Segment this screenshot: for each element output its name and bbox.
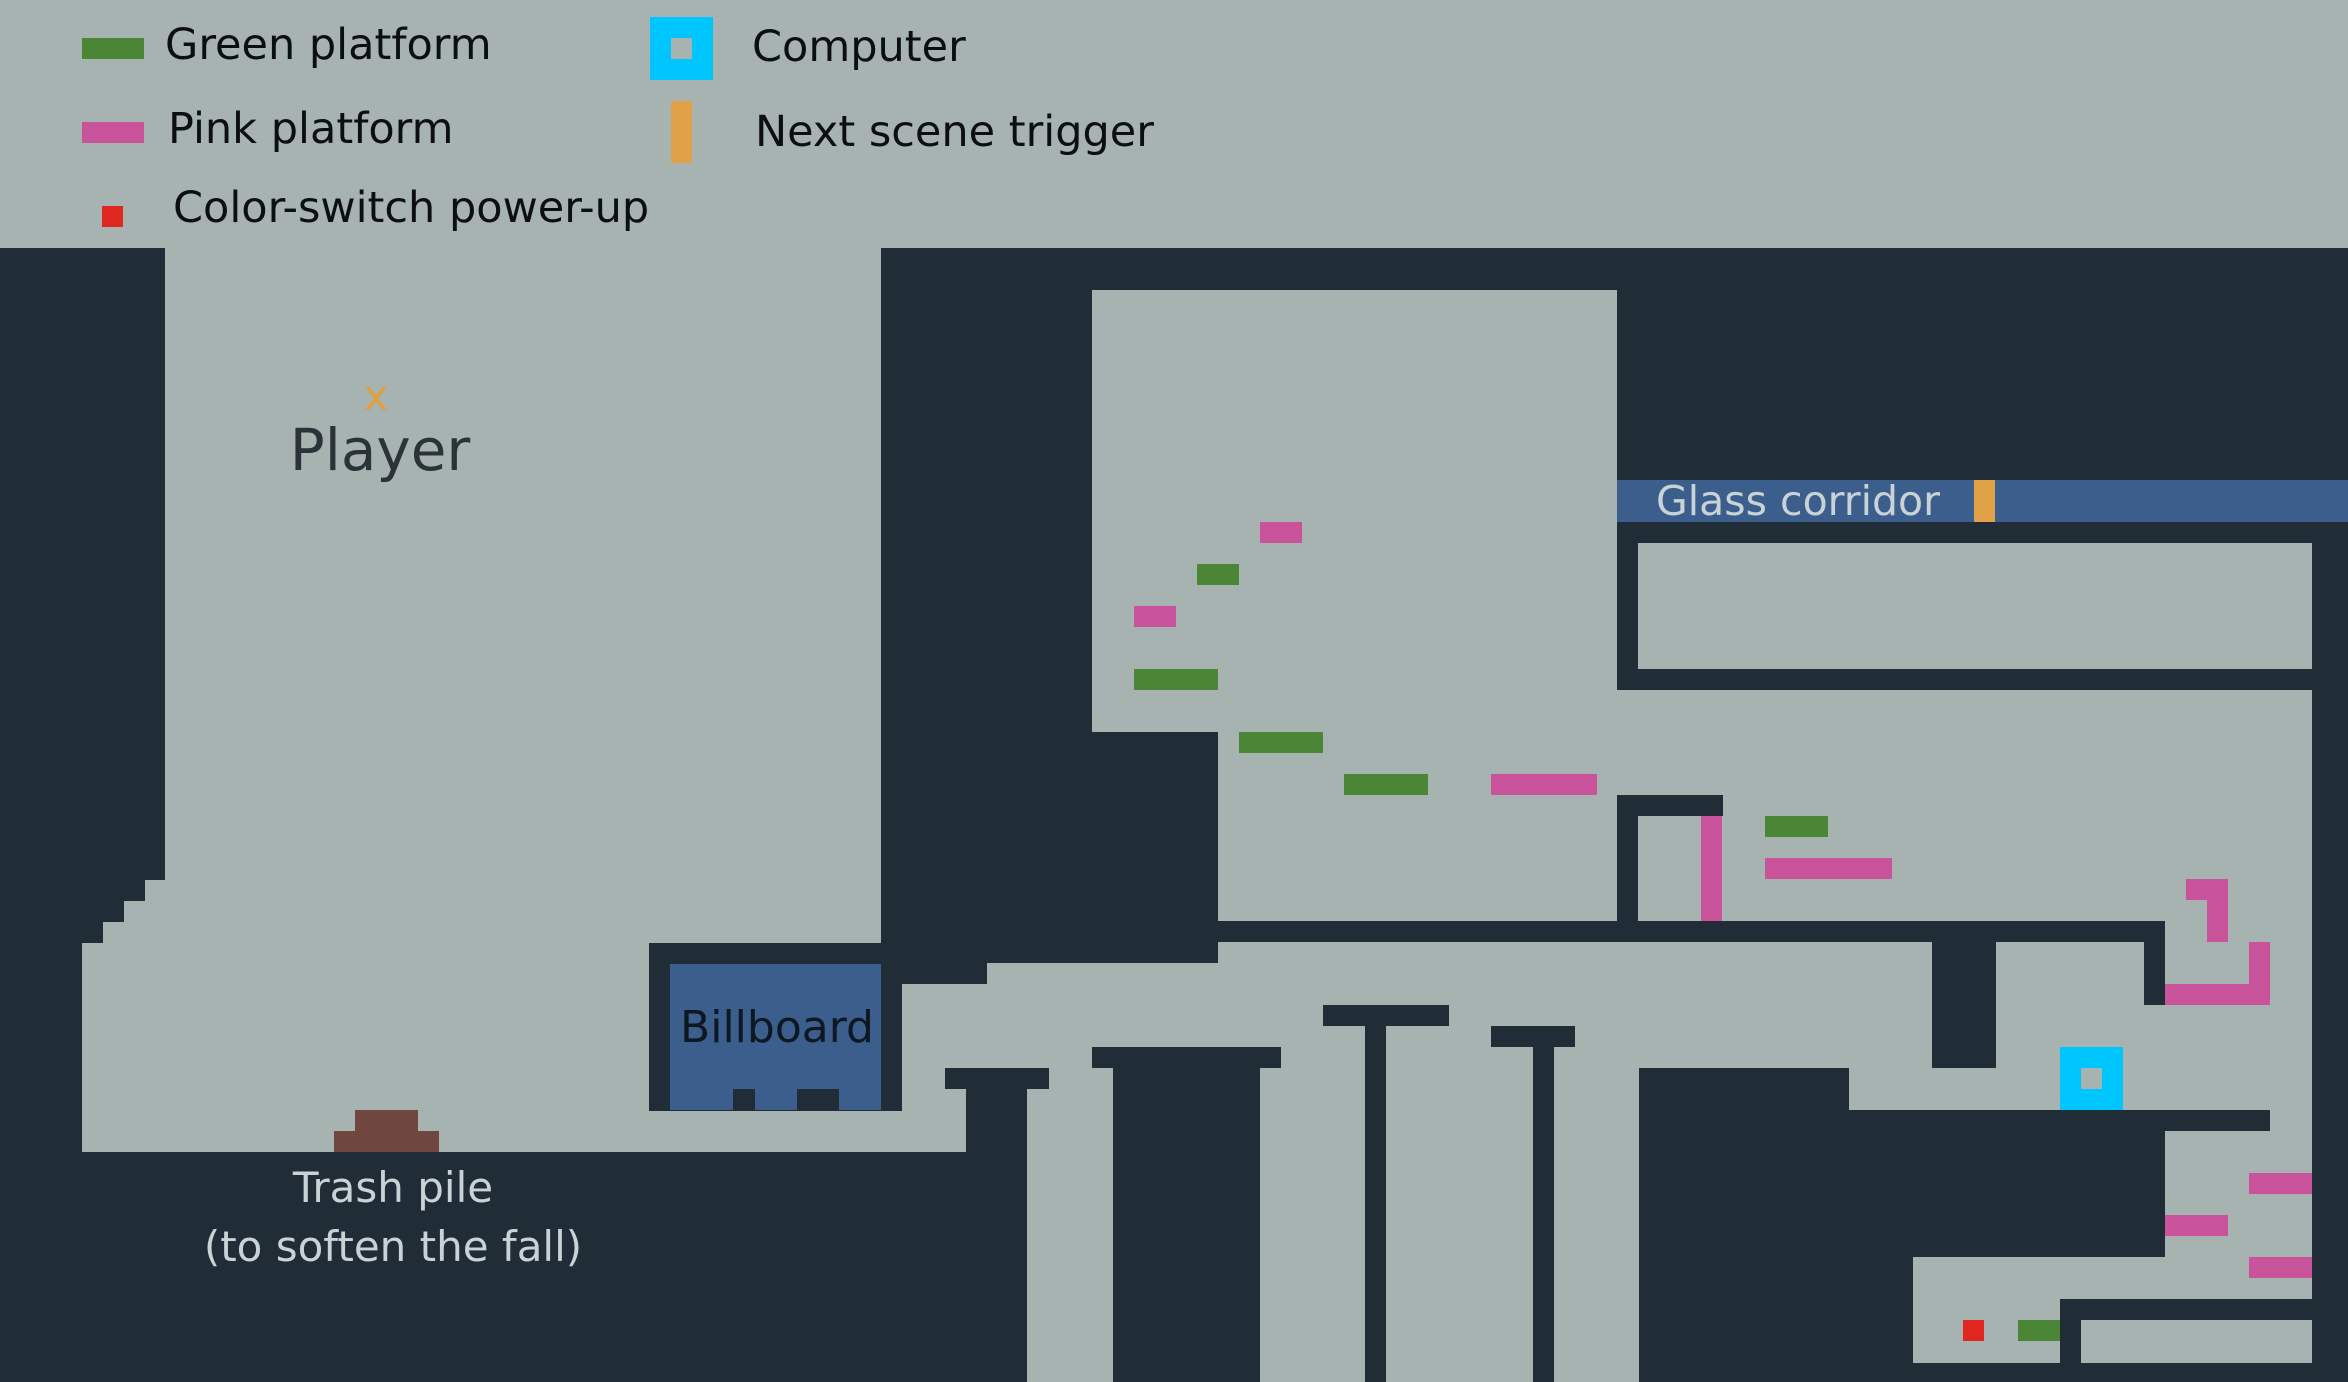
legend-green-label: Green platform [165, 20, 492, 70]
bottom-room-left [2060, 1299, 2081, 1382]
pink-platform [2249, 1173, 2312, 1194]
trash-pile [334, 1110, 439, 1152]
legend-pink-swatch [82, 122, 144, 143]
green-platform [1765, 816, 1828, 837]
bottom-room-interior [2081, 1320, 2312, 1363]
legend-green-swatch [82, 38, 144, 59]
left-wall [0, 248, 165, 1382]
right-wall [2312, 248, 2348, 1382]
legend-trigger-swatch [671, 101, 692, 163]
small-room-interior [1638, 816, 1702, 921]
green-platform [1134, 669, 1218, 690]
pink-platforms [1134, 522, 2312, 1278]
player-marker: x [364, 371, 389, 420]
bottom-room-top [2060, 1299, 2348, 1320]
pink-platform [2249, 1257, 2312, 1278]
pink-platform [1260, 522, 1302, 543]
small-room-top [1617, 795, 1723, 816]
corridor-room-bottom [1617, 669, 2348, 690]
top-right-block [1617, 248, 2348, 480]
green-platform [1197, 564, 1239, 585]
central-block [881, 248, 1218, 984]
mid-floor-notch [1134, 942, 1218, 963]
t-pillar-1 [1365, 1005, 1386, 1382]
computer [2060, 1047, 2123, 1110]
legend-computer-screen [671, 38, 692, 59]
legend-trigger-label: Next scene trigger [755, 107, 1154, 157]
trash-pile-label-line2: (to soften the fall) [204, 1222, 582, 1271]
glass-corridor-label: Glass corridor [1656, 477, 1940, 525]
legend: Green platform Pink platform Color-switc… [82, 17, 1154, 233]
legend-powerup-swatch [102, 206, 123, 227]
billboard-label: Billboard [680, 1002, 874, 1053]
open-areas [1092, 290, 2312, 1363]
bottom-floor [1913, 1363, 2348, 1382]
notch-column [2144, 921, 2165, 1005]
corridor-room-left [1617, 543, 1638, 690]
pink-platform [2165, 1215, 2228, 1236]
billboard [670, 964, 881, 1110]
pillar-b [1113, 1047, 1260, 1382]
hanging-pillar [1932, 942, 1996, 1068]
trash-pile-label-line1: Trash pile [292, 1163, 493, 1212]
small-room-left [1617, 795, 1638, 921]
pink-platform [1491, 774, 1597, 795]
legend-computer-label: Computer [752, 22, 966, 72]
upper-chamber [1092, 290, 1617, 732]
green-platform [1344, 774, 1428, 795]
legend-powerup-label: Color-switch power-up [173, 183, 649, 233]
pink-platform-wall [1701, 816, 1722, 921]
pink-platform [1765, 858, 1892, 879]
legend-pink-label: Pink platform [168, 104, 453, 154]
mid-floor [1092, 921, 2165, 942]
color-switch-powerup [1963, 1320, 1984, 1341]
walls [0, 248, 2348, 1382]
green-platform [2018, 1320, 2060, 1341]
pink-platform [1134, 606, 1176, 627]
next-scene-trigger [1974, 480, 1995, 522]
pillar-a [966, 1068, 1027, 1382]
player-label: Player [290, 416, 471, 484]
corridor-room-interior [1638, 543, 2312, 669]
computer-screen [2081, 1068, 2102, 1089]
green-platforms [1134, 564, 2060, 1341]
lower-right-block [1639, 1068, 2270, 1382]
green-platform [1239, 732, 1323, 753]
pink-platform-corner [2165, 942, 2270, 1005]
ground-left [0, 1152, 1027, 1382]
pink-platform-corner [2186, 879, 2228, 942]
t-pillar-2 [1533, 1026, 1554, 1382]
